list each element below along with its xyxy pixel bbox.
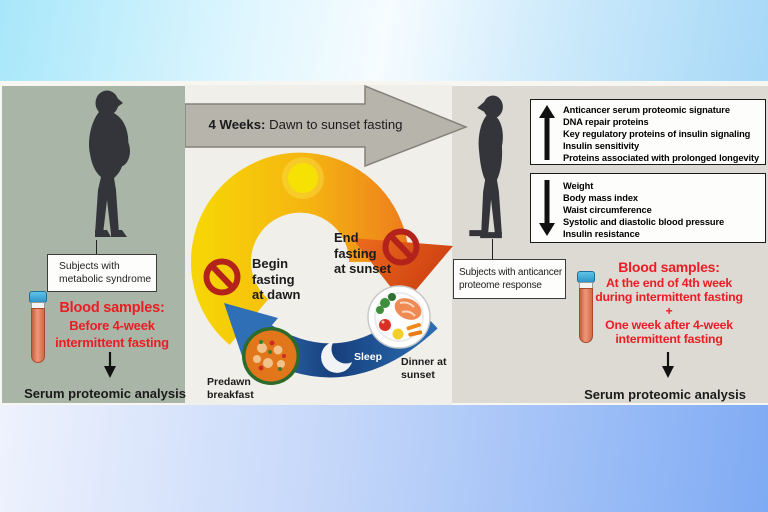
breakfast-bowl-illustration — [242, 327, 300, 385]
moon-icon — [321, 341, 353, 373]
blood-samples-after-line4: intermittent fasting — [615, 331, 723, 346]
increase-item: Key regulatory proteins of insulin signa… — [563, 128, 751, 139]
subjects-anticancer-line2: proteome response — [459, 280, 542, 291]
begin-fasting-line3: at dawn — [252, 287, 301, 302]
tube-body — [31, 308, 45, 363]
background-top-gradient — [0, 0, 768, 81]
tube-body — [579, 288, 593, 343]
serum-analysis-label-left: Serum proteomic analysis — [24, 386, 186, 401]
blood-samples-after-line3: One week after 4-week — [605, 317, 733, 332]
silhouette-box-connector-right — [492, 239, 493, 259]
subjects-anticancer-box: Subjects with anticancer proteome respon… — [453, 259, 566, 299]
decrease-item: Insulin resistance — [563, 229, 640, 240]
down-arrow-icon — [539, 180, 555, 236]
begin-fasting-line2: fasting — [252, 271, 295, 287]
end-fasting-line3: at sunset — [334, 261, 392, 276]
subjects-metabolic-box: Subjects with metabolic syndrome — [47, 254, 157, 292]
duration-label-weeks: 4 Weeks: — [208, 117, 266, 132]
down-arrow-icon-left — [104, 352, 116, 378]
predawn-breakfast-line1: Predawn — [207, 376, 251, 388]
blood-samples-before-title: Blood samples: — [59, 300, 165, 316]
blood-samples-after-title: Blood samples: — [618, 259, 720, 275]
down-arrow-icon-right — [662, 352, 674, 378]
fasting-cycle-diagram: Sleep — [185, 85, 468, 385]
lean-person-silhouette — [469, 95, 503, 239]
blood-samples-after-label: Blood samples: At the end of 4th week du… — [578, 259, 760, 346]
blood-samples-after-line1: At the end of 4th week — [605, 275, 733, 290]
increase-item: Proteins associated with prolonged longe… — [563, 152, 760, 163]
sun-icon — [282, 157, 324, 199]
blood-samples-before-label: Blood samples: Before 4-week intermitten… — [42, 300, 182, 351]
duration-label-rest: Dawn to sunset fasting — [265, 117, 403, 132]
sleep-label: Sleep — [354, 351, 382, 363]
decreased-outcomes-box: Weight Body mass index Waist circumferen… — [530, 173, 766, 243]
blood-samples-before-line1: Before 4-week — [69, 318, 155, 333]
dinner-plate-illustration — [367, 285, 431, 349]
increase-item: Insulin sensitivity — [563, 140, 640, 151]
obese-person-silhouette — [89, 90, 130, 237]
end-fasting-line1: End — [334, 230, 359, 245]
decrease-item: Body mass index — [563, 193, 638, 204]
increased-outcomes-box: Anticancer serum proteomic signature DNA… — [530, 99, 766, 165]
blood-samples-after-plus: + — [665, 303, 673, 318]
subjects-metabolic-line1: Subjects with — [59, 260, 120, 272]
blood-samples-after-line2: during intermittent fasting — [595, 289, 743, 304]
dinner-at-sunset-label: Dinner at sunset — [401, 356, 447, 382]
duration-arrow — [185, 85, 468, 168]
no-eating-icon-dawn — [203, 258, 241, 296]
begin-fasting-label: Begin fasting at dawn — [252, 256, 300, 303]
increase-item: DNA repair proteins — [563, 116, 649, 127]
increase-item: Anticancer serum proteomic signature — [563, 104, 730, 115]
predawn-breakfast-label: Predawn breakfast — [207, 376, 254, 402]
silhouette-box-connector — [96, 240, 97, 254]
decrease-item: Systolic and diastolic blood pressure — [563, 217, 725, 228]
decrease-item: Waist circumference — [563, 205, 652, 216]
begin-fasting-line1: Begin — [252, 256, 289, 271]
end-fasting-label: End fasting at sunset — [334, 230, 391, 277]
predawn-breakfast-line2: breakfast — [207, 389, 254, 401]
up-arrow-icon — [539, 105, 555, 160]
dinner-at-sunset-line1: Dinner at — [401, 356, 447, 368]
subjects-metabolic-line2: metabolic syndrome — [59, 274, 152, 285]
no-eating-icon-sunset — [382, 228, 420, 266]
duration-label: 4 Weeks: Dawn to sunset fasting — [198, 117, 413, 132]
blood-tube-icon-right — [575, 271, 597, 344]
decrease-item: Weight — [563, 181, 594, 191]
blood-tube-icon-left — [27, 291, 50, 364]
dinner-at-sunset-line2: sunset — [401, 369, 435, 381]
end-fasting-line2: fasting — [334, 245, 377, 261]
subjects-anticancer-line1: Subjects with anticancer — [459, 267, 563, 278]
serum-analysis-label-right: Serum proteomic analysis — [584, 387, 746, 402]
background-bottom-gradient — [0, 405, 768, 512]
blood-samples-before-line2: intermittent fasting — [55, 335, 169, 350]
